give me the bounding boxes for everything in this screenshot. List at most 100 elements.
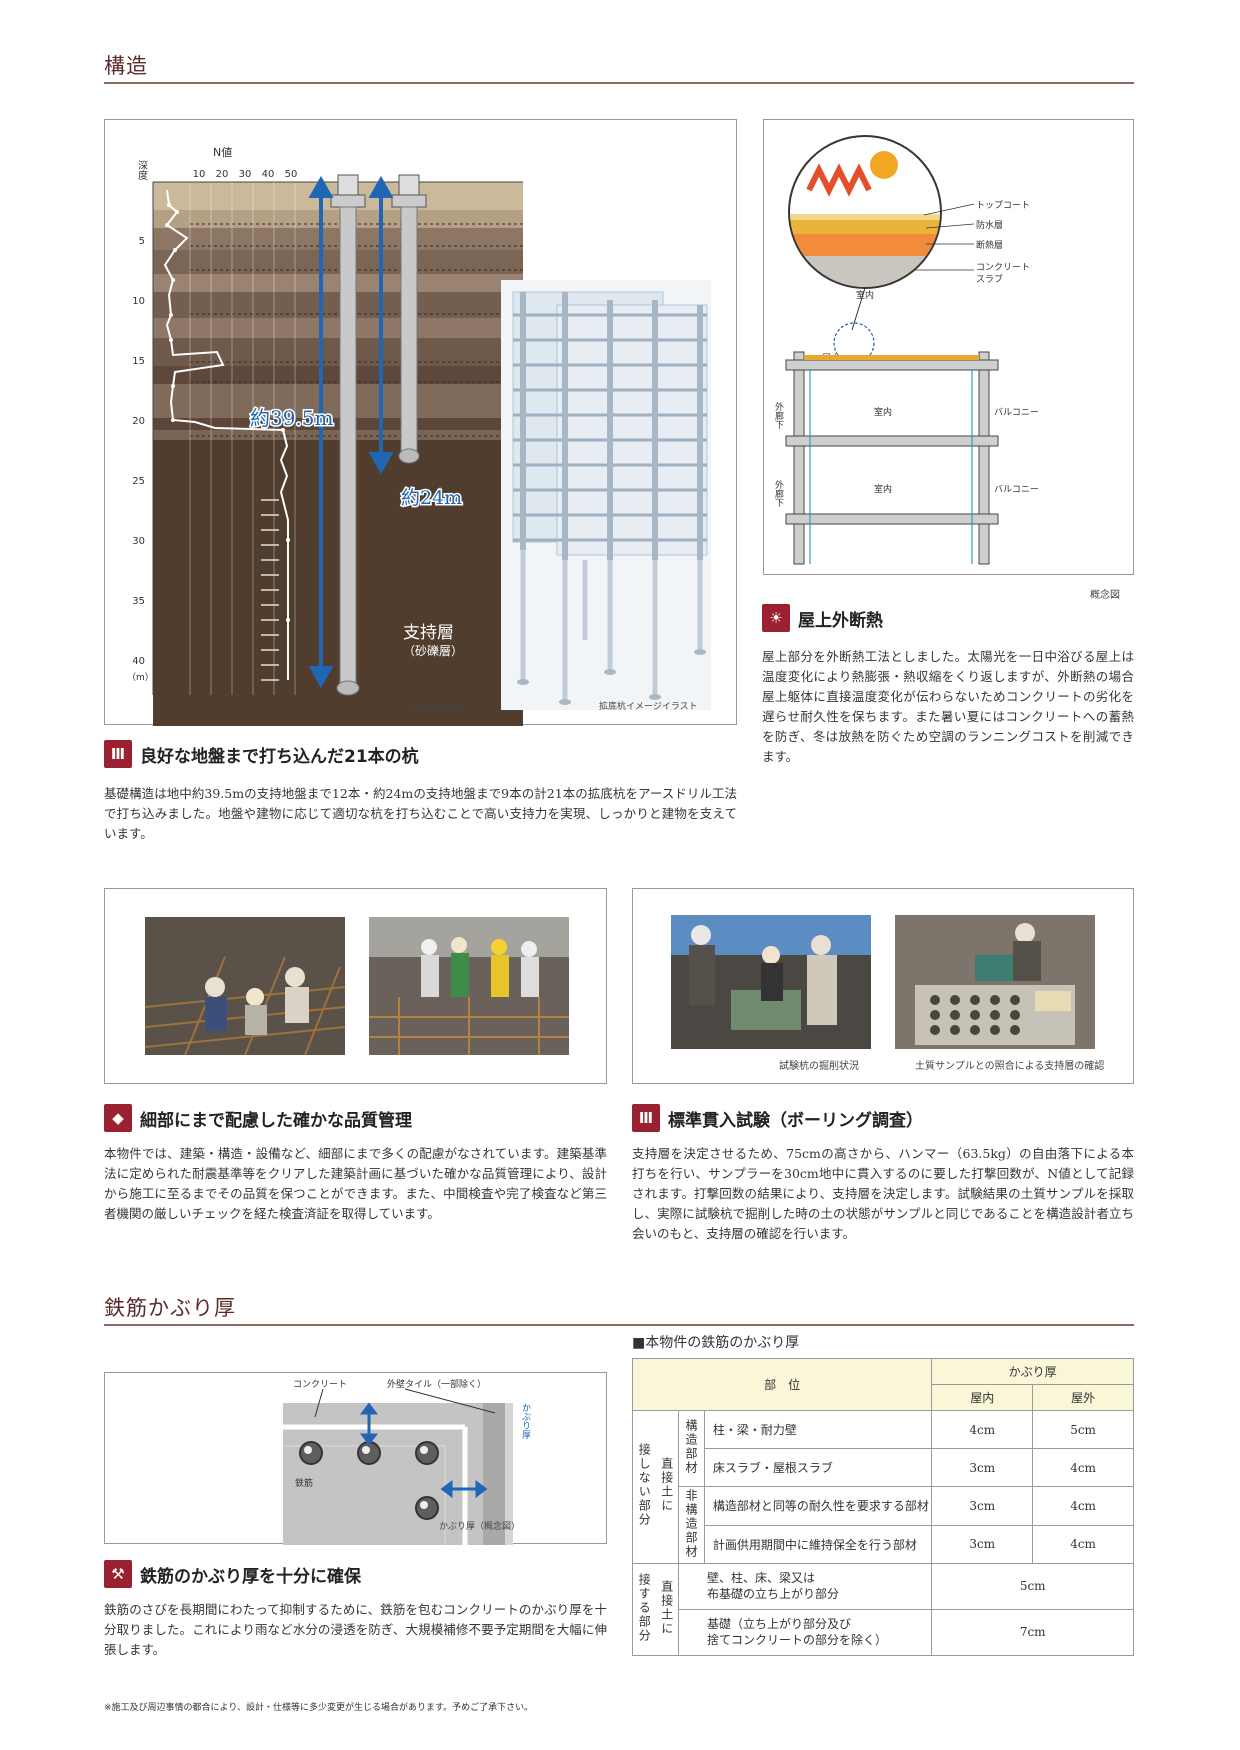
section-title-structure: 構造 (104, 54, 148, 78)
label-rebar: 鉄筋 (295, 1477, 313, 1489)
caption-soil-sample: 土質サンプルとの照合による支持層の確認 (915, 1061, 1105, 1072)
label-slab: コンクリート (976, 262, 1030, 273)
pile-long-length: 約39.5m (250, 406, 334, 430)
depth-tick: 10 (132, 296, 145, 307)
cell-wall-value: 5cm (931, 1562, 1134, 1610)
photo-rebar-inspection-2 (369, 917, 569, 1055)
boring-body: 支持層を決定させるため、75cmの高さから、ハンマー（63.5kg）の自由落下に… (632, 1146, 1134, 1241)
cover-table: 部 位 かぶり厚 屋内 屋外 接しない部分 直接土に 構造部材 柱・梁・耐力壁 … (631, 1357, 1134, 1657)
nonstructural-member: 非構造部材 (677, 1486, 705, 1564)
depth-tick: 30 (132, 536, 145, 547)
caption-pile-illustration: 拡底杭イメージイラスト (599, 700, 698, 712)
quality-body: 本物件では、建築・構造・設備など、細部にまで多くの配慮がなされています。建築基準… (104, 1146, 607, 1221)
label-waterproof: 防水層 (976, 219, 1003, 231)
n-tick: 10 (193, 169, 206, 180)
row-label-wall: 壁、柱、床、梁又は布基礎の立ち上がり部分 (677, 1562, 933, 1610)
label-indoor-2: 室内 (874, 483, 892, 495)
depth-tick: 5 (139, 236, 145, 247)
label-indoor-circle: 室内 (856, 289, 874, 301)
cover-heading: ⚒ 鉄筋のかぶり厚を十分に確保 (104, 1560, 361, 1588)
roof-diagram-caption: 概念図 (1090, 590, 1120, 601)
depth-tick: 35 (132, 596, 145, 607)
cell-outdoor: 4cm (1032, 1486, 1134, 1526)
diamond-grid-icon: ◆ (104, 1104, 132, 1132)
depth-unit: （m） (127, 672, 154, 683)
label-corridor-2: 外廊下 (773, 479, 784, 508)
label-cover-thickness: かぶり厚 (520, 1403, 531, 1440)
boring-heading: Ⅲ 標準貫入試験（ボーリング調査） (632, 1104, 923, 1132)
group-not-touching-sub: 直接土に (656, 1410, 679, 1564)
caption-test-pile: 試験杭の掘削状況 (779, 1061, 859, 1072)
cell-outdoor: 4cm (1032, 1448, 1134, 1488)
label-corridor-1: 外廊下 (773, 401, 784, 430)
depth-tick: 20 (132, 416, 145, 427)
quality-heading: ◆ 細部にまで配慮した確かな品質管理 (104, 1104, 412, 1132)
label-balcony-2: バルコニー (994, 484, 1039, 495)
label-slab-2: スラブ (976, 273, 1003, 285)
sun-house-icon: ☀ (762, 604, 790, 632)
header-indoor: 屋内 (931, 1384, 1034, 1412)
rebar-icon: ⚒ (104, 1560, 132, 1588)
pile-icon: Ⅲ (104, 740, 132, 768)
depth-tick: 15 (132, 356, 145, 367)
cell-indoor: 4cm (931, 1410, 1034, 1450)
cover-diagram-frame: コンクリート 外壁タイル（一部除く） かぶり厚 鉄筋 かぶり厚（概念図） (104, 1372, 607, 1545)
structural-member: 構造部材 (677, 1410, 705, 1488)
row-label-foundation: 基礎（立ち上がり部分及び捨てコンクリートの部分を除く） (677, 1608, 933, 1657)
label-balcony-1: バルコニー (994, 407, 1039, 418)
label-tile: 外壁タイル（一部除く） (387, 1378, 486, 1390)
cover-body: 鉄筋のさびを長期間にわたって抑制するために、鉄筋を包むコンクリートのかぶり厚を十… (104, 1602, 607, 1657)
pile-title: 良好な地盤まで打ち込んだ21本の杭 (140, 746, 419, 767)
cell-indoor: 3cm (931, 1524, 1034, 1564)
pile-short-length: 約24m (401, 487, 462, 509)
roof-diagram: トップコート 防水層 断熱層 コンクリート スラブ 室内 屋上 室内 室内 バル… (773, 135, 1039, 565)
cell-indoor: 3cm (931, 1486, 1034, 1526)
row-label: 構造部材と同等の耐久性を要求する部材 (703, 1486, 933, 1526)
label-topcoat: トップコート (976, 200, 1030, 211)
group-touching-sub: 直接土に (656, 1562, 679, 1657)
group-not-touching: 接しない部分 (632, 1410, 657, 1564)
boring-title: 標準貫入試験（ボーリング調査） (668, 1110, 923, 1131)
row-label: 柱・梁・耐力壁 (703, 1410, 933, 1450)
roof-insulation-heading: ☀ 屋上外断熱 (762, 604, 883, 632)
bearing-layer-sub: （砂礫層） (403, 643, 463, 658)
quality-title: 細部にまで配慮した確かな品質管理 (140, 1110, 412, 1131)
bearing-layer-label: 支持層 (403, 623, 454, 643)
boring-icon: Ⅲ (632, 1104, 660, 1132)
label-insulation: 断熱層 (976, 239, 1003, 251)
label-concrete: コンクリート (293, 1379, 347, 1390)
photo-soil-sample-check (895, 915, 1095, 1049)
header-cover: かぶり厚 (931, 1357, 1134, 1386)
cover-table-title: ■本物件の鉄筋のかぶり厚 (632, 1335, 800, 1351)
depth-tick: 40 (132, 656, 145, 667)
cover-diagram: コンクリート 外壁タイル（一部除く） かぶり厚 鉄筋 かぶり厚（概念図） (283, 1378, 531, 1545)
label-indoor-1: 室内 (874, 406, 892, 418)
roof-insulation-title: 屋上外断熱 (798, 610, 883, 631)
boring-photos-frame: 試験杭の掘削状況 土質サンプルとの照合による支持層の確認 (632, 888, 1134, 1084)
group-touching: 接する部分 (632, 1562, 657, 1657)
n-tick: 50 (285, 169, 298, 180)
roof-diagram-frame: トップコート 防水層 断熱層 コンクリート スラブ 室内 屋上 室内 室内 バル… (763, 119, 1134, 575)
row-label: 計画供用期間中に維持保全を行う部材 (703, 1524, 933, 1564)
pile-heading: Ⅲ 良好な地盤まで打ち込んだ21本の杭 (104, 740, 419, 768)
n-tick: 30 (239, 169, 252, 180)
n-tick: 40 (262, 169, 275, 180)
caption-bearing-concept: 支持層概念図 (410, 700, 464, 712)
n-value-label: N値 (213, 146, 232, 159)
soil-diagram-frame: 深度 N値 10 20 30 40 50 5 10 15 20 25 30 35… (104, 119, 737, 816)
soil-diagram: 深度 N値 10 20 30 40 50 5 10 15 20 25 30 35… (127, 146, 711, 816)
cell-outdoor: 4cm (1032, 1524, 1134, 1564)
cover-diagram-caption: かぶり厚（概念図） (439, 1520, 520, 1532)
cell-indoor: 3cm (931, 1448, 1034, 1488)
pile-body: 基礎構造は地中約39.5mの支持地盤まで12本・約24mの支持地盤まで9本の計2… (104, 786, 737, 841)
header-outdoor: 屋外 (1032, 1384, 1134, 1412)
depth-tick: 25 (132, 476, 145, 487)
depth-axis-label: 深度 (136, 160, 148, 181)
photo-rebar-inspection-1 (145, 917, 345, 1055)
footnote: ※施工及び周辺事情の都合により、設計・仕様等に多少変更が生じる場合があります。予… (104, 1703, 534, 1713)
quality-photos-frame (104, 888, 607, 1084)
cell-foundation-value: 7cm (931, 1608, 1134, 1657)
cover-title: 鉄筋のかぶり厚を十分に確保 (140, 1566, 361, 1587)
section-rule (104, 82, 1134, 84)
row-label: 床スラブ・屋根スラブ (703, 1448, 933, 1488)
